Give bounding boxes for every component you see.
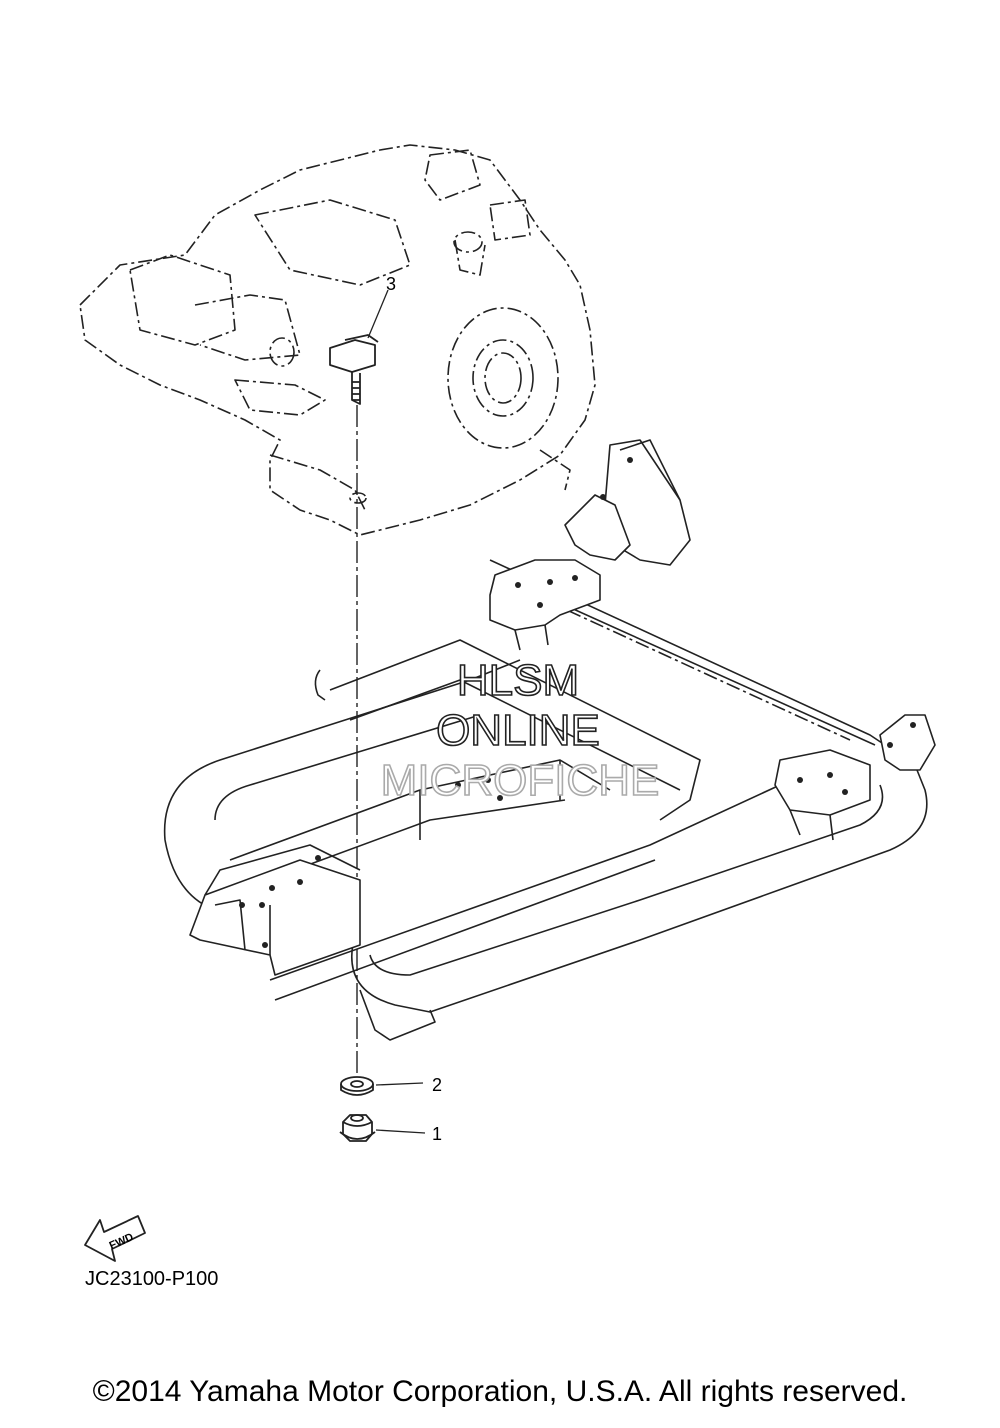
- callout-1: 1: [432, 1124, 442, 1144]
- callout-3: 3: [386, 274, 396, 294]
- engine-outline: [79, 144, 596, 536]
- copyright-notice: ©2014 Yamaha Motor Corporation, U.S.A. A…: [92, 1375, 908, 1408]
- fwd-arrow-icon: [84, 1215, 146, 1262]
- nut-part-1: [339, 1114, 376, 1142]
- washer-part-2: [340, 1076, 374, 1096]
- callout-2: 2: [432, 1075, 442, 1095]
- watermark-line-3: MICROFICHE: [381, 756, 660, 805]
- bolt-part-3: [329, 334, 379, 405]
- watermark-line-1: HLSM: [457, 656, 579, 705]
- watermark-line-2: ONLINE: [436, 706, 600, 755]
- part-code: JC23100-P100: [85, 1268, 219, 1290]
- frame-outline: [163, 439, 936, 1041]
- frame-holes: [239, 457, 916, 948]
- callout-leaders: [367, 289, 426, 1134]
